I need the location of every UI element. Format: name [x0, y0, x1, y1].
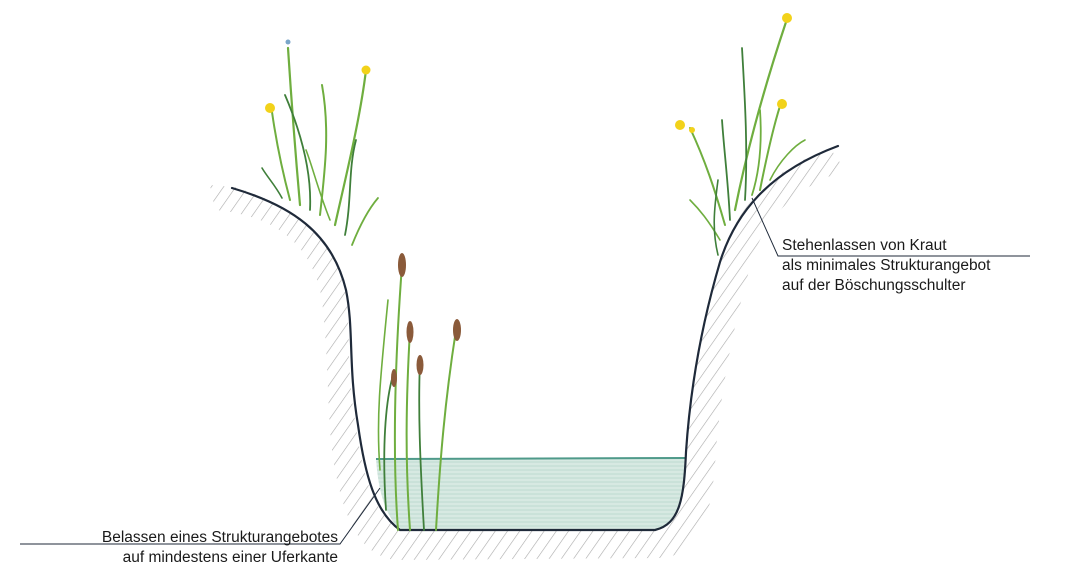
annotation-right-line2: als minimales Strukturangebot [782, 256, 991, 276]
annotation-bank-structure: Belassen eines Strukturangebotes auf min… [8, 528, 338, 568]
annotation-left-line2: auf mindestens einer Uferkante [8, 548, 338, 568]
annotation-right-line3: auf der Böschungsschulter [782, 276, 991, 296]
annotation-left-line1: Belassen eines Strukturangebotes [8, 528, 338, 548]
water-surface-line [376, 458, 686, 459]
annotation-right-line1: Stehenlassen von Kraut [782, 236, 991, 256]
left-flowers [265, 40, 371, 114]
annotation-shoulder-vegetation: Stehenlassen von Kraut als minimales Str… [782, 236, 991, 296]
right-flowers [675, 13, 792, 133]
